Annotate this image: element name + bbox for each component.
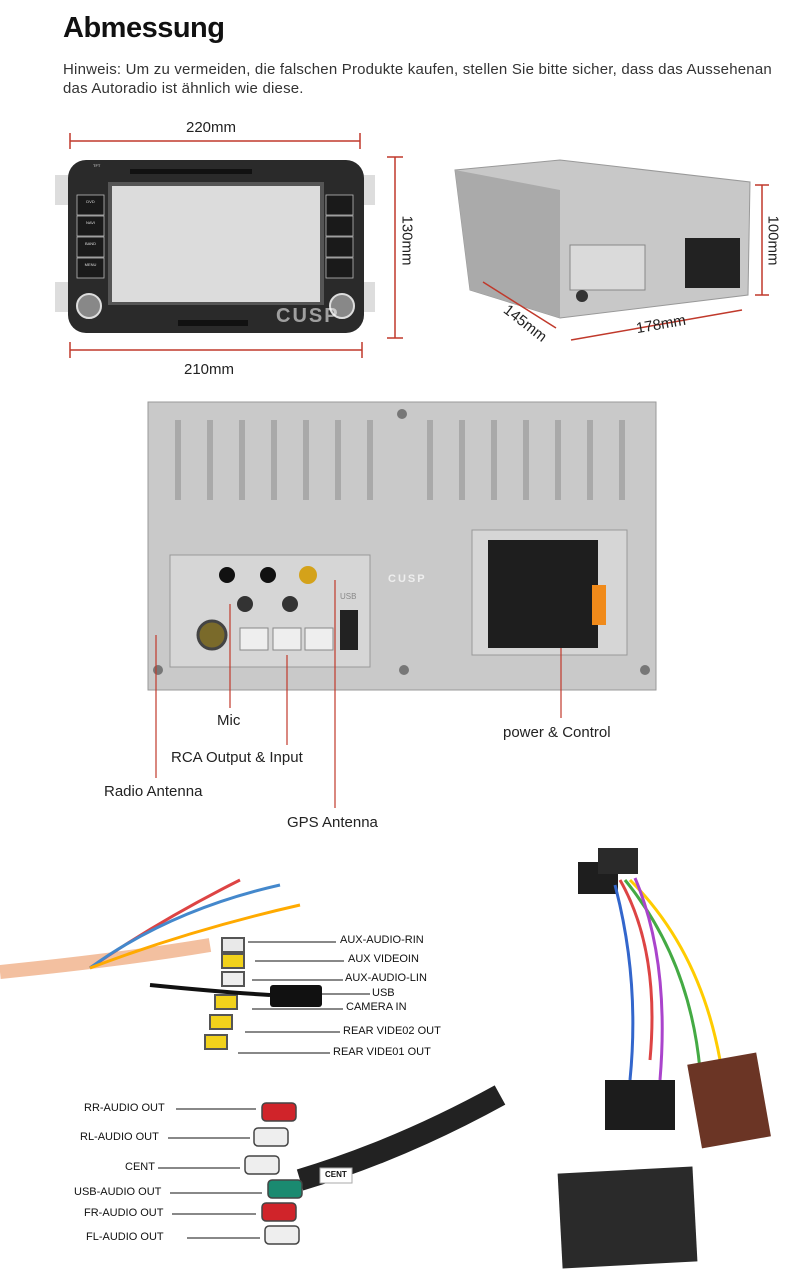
bottom-cable-callout-lines	[158, 1108, 262, 1239]
back-dimension-lines	[482, 184, 769, 341]
dim-front-height: 130mm	[398, 215, 416, 266]
button-menu: MENU	[84, 262, 97, 267]
cable-label-aux-audio-lin: AUX-AUDIO-LIN	[345, 972, 427, 984]
label-mic: Mic	[217, 712, 241, 729]
cable-label-camera-in: CAMERA IN	[346, 1001, 407, 1013]
hint-text: Hinweis: Um zu vermeiden, die falschen P…	[63, 61, 772, 97]
cable-label-rear-video1-out: REAR VIDE01 OUT	[333, 1046, 431, 1058]
rca-cable-bundle-image	[0, 878, 322, 1050]
cable-label-fl-audio-out: FL-AUDIO OUT	[86, 1231, 164, 1243]
cable-label-rear-video2-out: REAR VIDE02 OUT	[343, 1025, 441, 1037]
radio-back-image	[454, 159, 751, 319]
cable-tag-cent: CENT	[325, 1170, 347, 1179]
cable-label-aux-videoin: AUX VIDEOIN	[348, 953, 419, 965]
rear-panel-callout-lines	[155, 580, 562, 808]
radio-front-image	[55, 160, 375, 333]
cable-label-rr-audio-out: RR-AUDIO OUT	[84, 1102, 165, 1114]
dim-front-bottom-width: 210mm	[184, 361, 235, 378]
button-tft: TFT	[93, 163, 101, 168]
front-dimension-lines	[69, 133, 403, 358]
top-cable-callout-lines	[238, 941, 370, 1054]
dim-back-height: 100mm	[764, 215, 782, 266]
label-gps-antenna: GPS Antenna	[287, 814, 378, 831]
cable-label-fr-audio-out: FR-AUDIO OUT	[84, 1207, 164, 1219]
page-title: Abmessung	[63, 12, 225, 44]
button-band: BAND	[84, 241, 97, 246]
power-harness-image	[557, 848, 771, 1269]
cable-label-rl-audio-out: RL-AUDIO OUT	[80, 1131, 159, 1143]
dim-front-top-width: 220mm	[186, 119, 237, 136]
usb-port-label: USB	[340, 592, 357, 601]
brand-watermark-front: CUSP	[276, 305, 340, 327]
rear-panel-image	[147, 401, 657, 691]
cable-label-aux-audio-rin: AUX-AUDIO-RIN	[340, 934, 424, 946]
audio-cable-bundle-image	[244, 1085, 506, 1245]
cable-label-usb-audio-out: USB-AUDIO OUT	[74, 1186, 162, 1198]
label-rca-output-input: RCA Output & Input	[171, 749, 303, 766]
cable-label-usb: USB	[372, 987, 395, 999]
cable-label-cent: CENT	[125, 1161, 155, 1173]
label-radio-antenna: Radio Antenna	[104, 783, 203, 800]
button-dvd: DVD	[86, 199, 95, 204]
button-navi: NAVI	[85, 220, 96, 225]
brand-watermark-rear: CUSP	[388, 573, 427, 585]
label-power-control: power & Control	[503, 724, 611, 741]
